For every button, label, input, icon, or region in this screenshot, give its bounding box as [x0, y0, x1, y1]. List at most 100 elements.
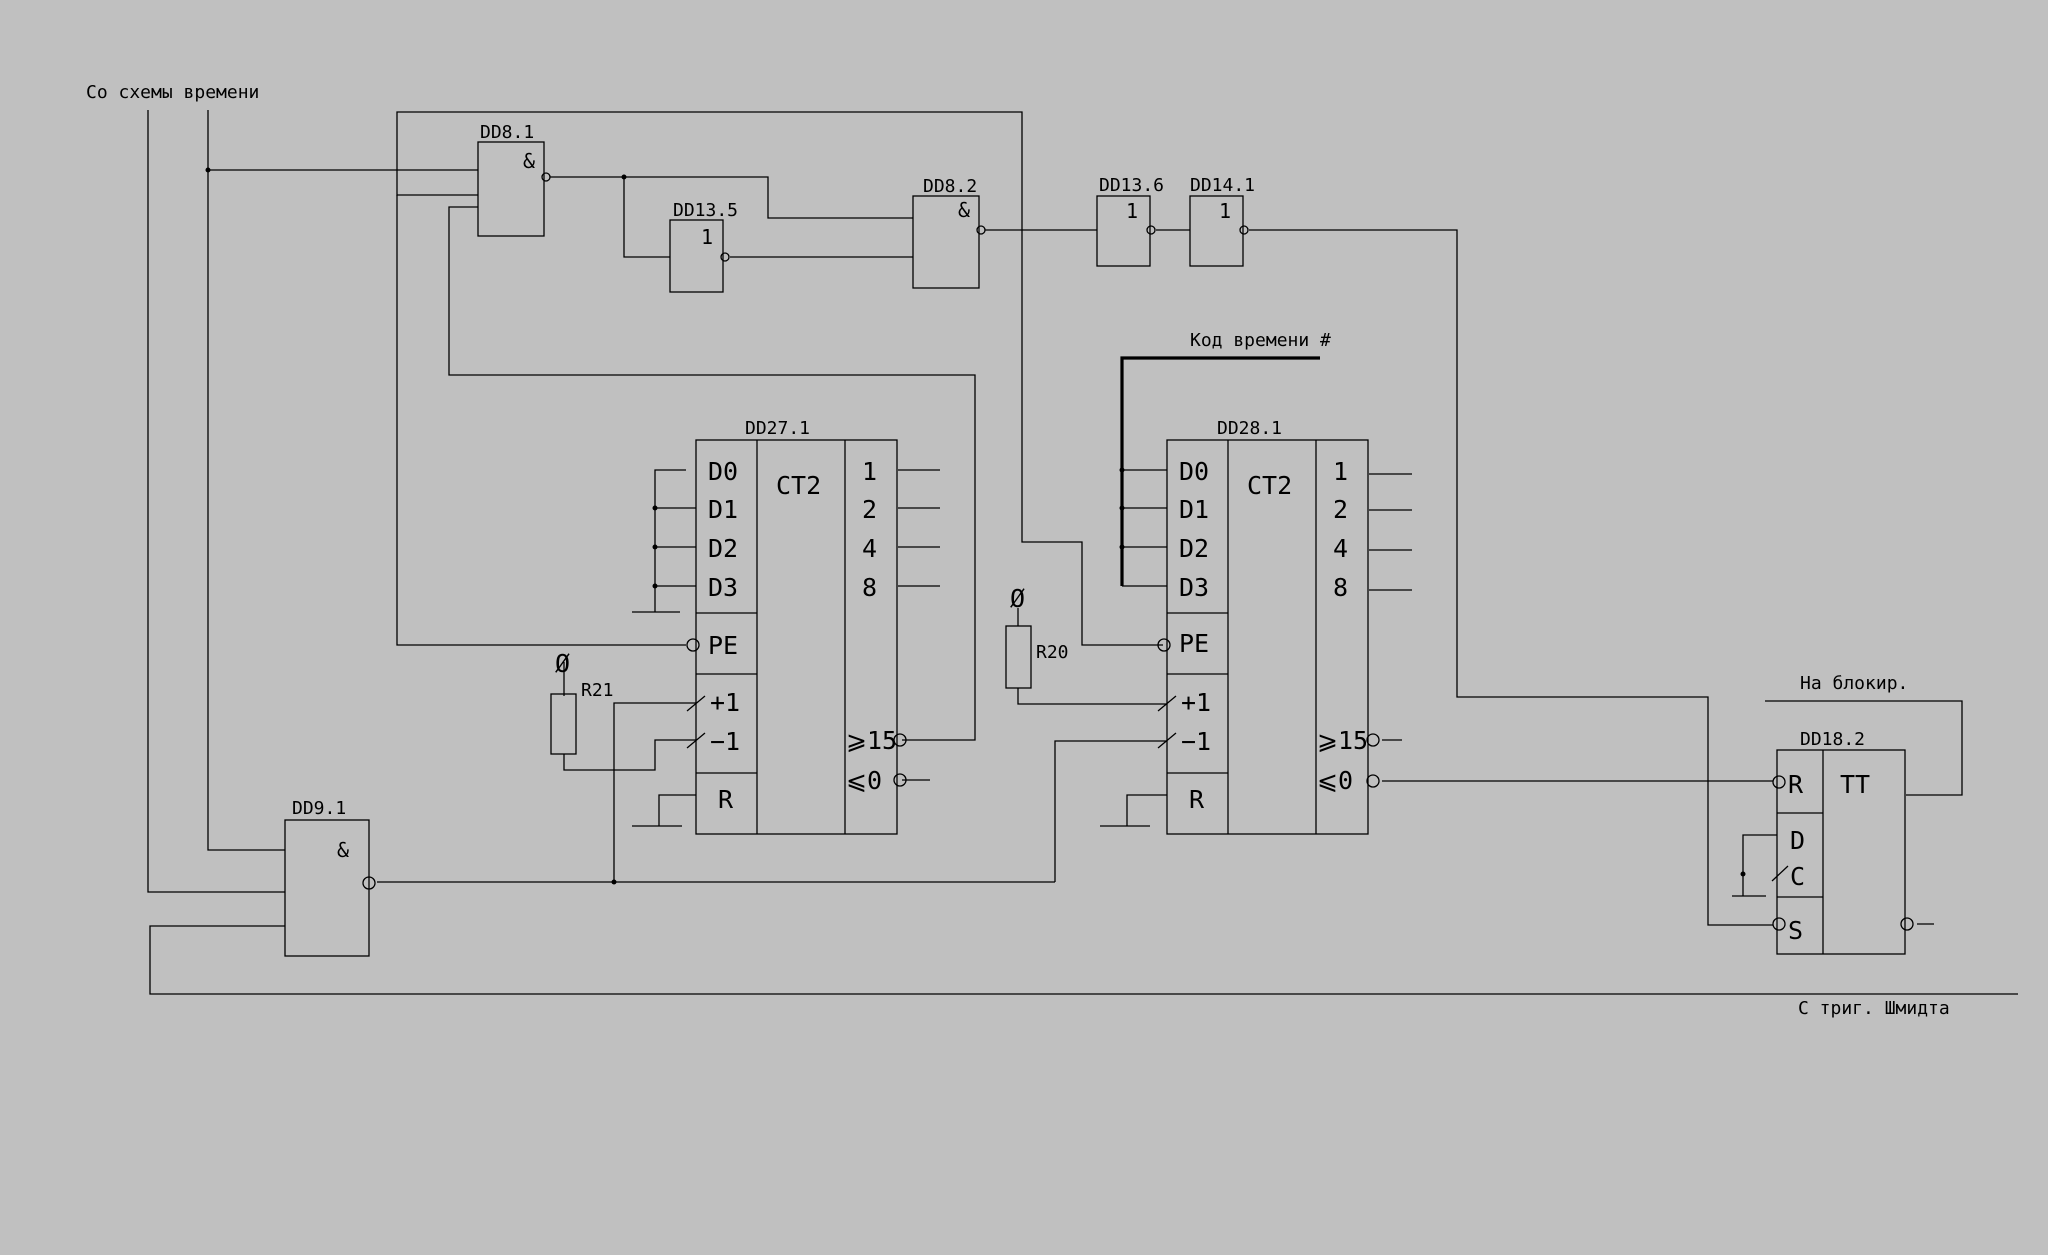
wire-ge15-feedback: [448, 206, 976, 741]
gate-label: DD13.6: [1099, 175, 1164, 196]
wire-dd8-1-out: [550, 176, 913, 219]
wire-schmitt: [149, 925, 2018, 995]
counter-type: CT2: [776, 471, 821, 500]
pin-q4: 4: [1333, 534, 1348, 563]
wire-to-dd28-down: [1054, 740, 1167, 882]
gate-body: [912, 195, 980, 289]
wire-dd14-1-out: [1249, 229, 1773, 926]
wire-dd28-reset: [1126, 794, 1167, 826]
counter-label: DD28.1: [1217, 418, 1282, 439]
gate-body: [1096, 195, 1151, 267]
inversion-bubble: [1772, 917, 1786, 931]
dynamic-input-mark: [686, 695, 706, 712]
pin-d1: D1: [708, 495, 738, 524]
resistor-label: R20: [1036, 642, 1069, 663]
inversion-bubble: [1900, 917, 1914, 931]
resistor-label: R21: [581, 680, 614, 701]
pin-le0: ⩽0: [1317, 766, 1353, 795]
gate-symbol: 1: [1219, 199, 1231, 223]
pin-ge15: ⩾15: [846, 726, 897, 755]
pin-d0: D0: [708, 457, 738, 486]
note-timing-input: Со схемы времени: [86, 82, 259, 103]
gate-symbol: &: [523, 149, 535, 173]
inversion-bubble: [1366, 774, 1380, 788]
wire-dd18-dc: [1742, 834, 1777, 896]
counter-body: [695, 439, 898, 835]
gate-dd9-1: DD9.1 &: [284, 798, 376, 957]
inversion-bubble: [893, 733, 907, 747]
pin-set: S: [1788, 916, 1803, 945]
pin-d3: D3: [1179, 573, 1209, 602]
pin-down: −1: [710, 727, 740, 756]
inversion-bubble: [1239, 225, 1249, 235]
gate-dd8-1: DD8.1 &: [477, 122, 551, 237]
pin-d0: D0: [1179, 457, 1209, 486]
gate-symbol: 1: [1126, 199, 1138, 223]
gate-label: DD8.1: [480, 122, 534, 143]
flipflop-label: DD18.2: [1800, 729, 1865, 750]
wires: [147, 110, 2018, 995]
dynamic-input-mark: [1771, 865, 1789, 882]
junction-dot: [652, 505, 658, 511]
pin-d1: D1: [1179, 495, 1209, 524]
dynamic-input-mark: [1157, 695, 1177, 712]
gate-body: [669, 219, 724, 293]
inversion-bubble: [976, 225, 986, 235]
supply-symbol: Ø: [1010, 584, 1025, 613]
wire-to-dd13-5: [623, 177, 670, 258]
gate-symbol: &: [337, 838, 349, 862]
resistor-body: [550, 693, 577, 755]
inversion-bubble: [1146, 225, 1156, 235]
gate-body: [1189, 195, 1244, 267]
pin-q8: 8: [862, 573, 877, 602]
inversion-bubble: [686, 638, 700, 652]
gate-dd13-5: DD13.5 1: [669, 200, 738, 293]
dynamic-input-mark: [1157, 732, 1177, 749]
pin-reset: R: [718, 785, 734, 814]
pin-down: −1: [1181, 727, 1211, 756]
wire-dd27-pe: [396, 195, 686, 646]
inversion-bubble: [362, 876, 376, 890]
pin-d3: D3: [708, 573, 738, 602]
flipflop-type: TT: [1840, 770, 1870, 799]
wire-r21-to-down: [563, 739, 696, 771]
wire-r20-to-up: [1017, 688, 1167, 705]
pin-up: +1: [1181, 688, 1211, 717]
gate-label: DD13.5: [673, 200, 738, 221]
pin-q2: 2: [1333, 495, 1348, 524]
gate-label: DD14.1: [1190, 175, 1255, 196]
junction-dot: [621, 174, 627, 180]
gate-dd13-6: DD13.6 1: [1096, 175, 1164, 267]
gate-label: DD8.2: [923, 176, 977, 197]
counter-dd27-1: DD27.1 CT2 D0 D1 D2 D3 PE +1 −1 R 1 2 4 …: [686, 418, 907, 835]
supply-symbol: Ø: [555, 649, 570, 678]
gate-body: [284, 819, 370, 957]
gate-symbol: &: [958, 198, 970, 222]
junctions: [205, 167, 1746, 885]
gate-label: DD9.1: [292, 798, 346, 819]
inversion-bubble: [1366, 733, 1380, 747]
counter-body: [1166, 439, 1369, 835]
pin-up: +1: [710, 688, 740, 717]
counter-label: DD27.1: [745, 418, 810, 439]
gate-dd14-1: DD14.1 1: [1189, 175, 1255, 267]
dynamic-input-mark: [686, 732, 706, 749]
wire-block-out: [1765, 700, 1963, 796]
flipflop-dd18-2: DD18.2 TT R D C S: [1771, 729, 1914, 955]
pin-d: D: [1790, 826, 1805, 855]
junction-dot: [652, 583, 658, 589]
wire-to-dd27-up: [613, 702, 696, 882]
resistor-r20: R20 Ø: [1005, 584, 1069, 689]
wire-timing-a: [147, 110, 285, 893]
inversion-bubble: [541, 172, 551, 182]
junction-dot: [1119, 505, 1125, 511]
junction-dot: [1119, 544, 1125, 550]
junction-dot: [1740, 871, 1746, 877]
junction-dot: [205, 167, 211, 173]
pin-q4: 4: [862, 534, 877, 563]
pin-pe: PE: [1179, 629, 1209, 658]
inversion-bubble: [720, 252, 730, 262]
junction-dot: [611, 879, 617, 885]
wire-dd27-reset: [658, 794, 696, 826]
